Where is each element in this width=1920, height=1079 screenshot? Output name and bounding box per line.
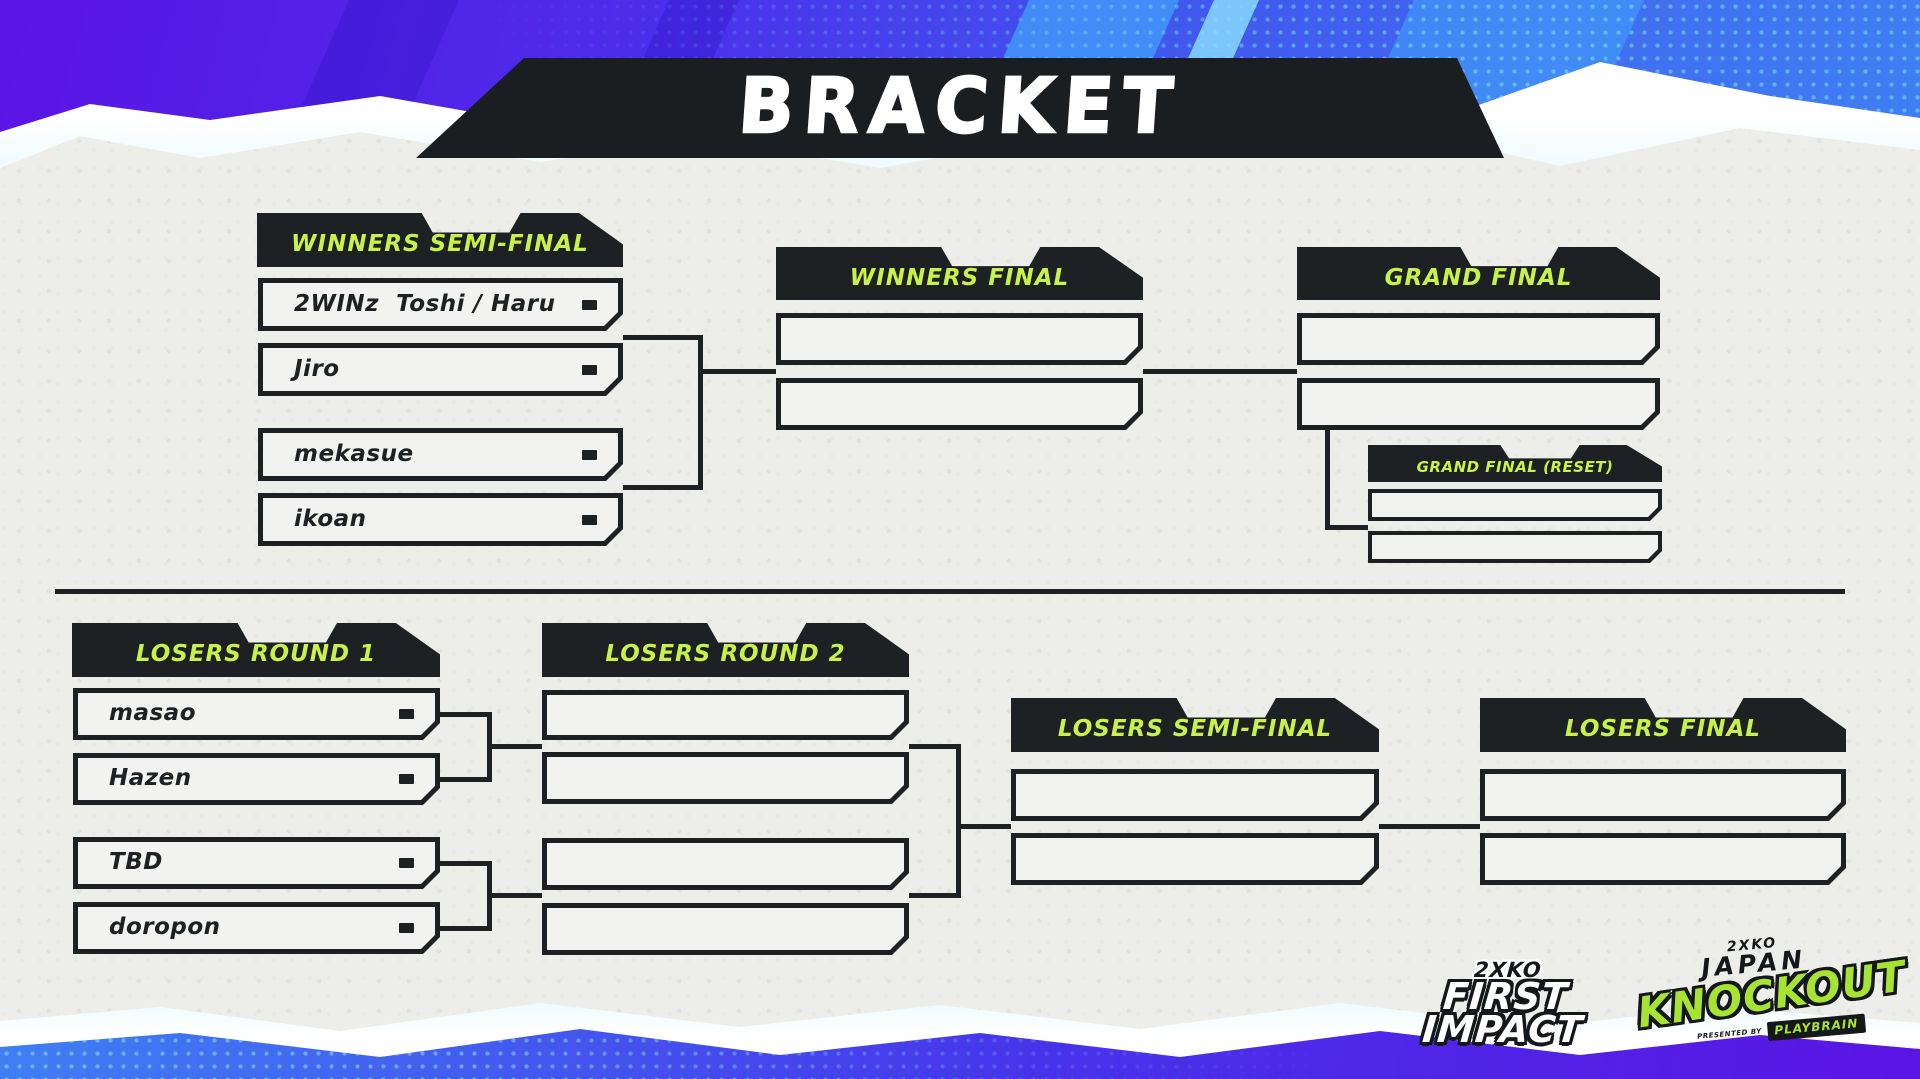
score-box	[399, 858, 414, 868]
connector-lr1-stub-1	[440, 712, 492, 717]
slot-winners-final-2	[776, 378, 1143, 430]
slot-losers-round-1-1: masao	[73, 688, 440, 740]
connector-lr1-output-b	[492, 893, 542, 898]
slot-losers-final-2	[1480, 833, 1846, 885]
connector-winners-final-to-grand-final	[1143, 369, 1297, 374]
header-label: WINNERS SEMI-FINAL	[291, 231, 589, 257]
page-title: BRACKET	[734, 61, 1186, 152]
connector-lr1-stub-3	[440, 861, 492, 866]
score-box	[399, 709, 414, 719]
score-box	[582, 365, 597, 375]
slot-grand-final-2	[1297, 378, 1660, 430]
connector-lr1-stub-2	[440, 777, 492, 782]
player-name: TBD	[109, 848, 163, 875]
header-winners-semi-final: WINNERS SEMI-FINAL	[257, 213, 623, 267]
player-name: Hazen	[109, 764, 192, 791]
connector-winners-pair2-stub	[623, 485, 703, 490]
slot-winners-semi-final-4: ikoan	[258, 493, 623, 546]
connector-lr1-vertical-b	[487, 861, 492, 931]
connector-grand-final-reset-output	[1325, 525, 1368, 530]
title-banner: BRACKET	[416, 58, 1504, 158]
score-box	[399, 923, 414, 933]
connector-winners-pair1-stub	[623, 335, 703, 340]
player-name: mekasue	[294, 440, 414, 467]
header-label: GRAND FINAL	[1384, 264, 1573, 291]
slot-losers-round-1-3: TBD	[73, 837, 440, 889]
slot-winners-semi-final-3: mekasue	[258, 428, 623, 481]
slot-losers-round-1-4: doropon	[73, 902, 440, 954]
slot-grand-final-reset-1	[1368, 489, 1662, 521]
slot-winners-semi-final-2: Jiro	[258, 343, 623, 396]
connector-lr2-stub-bottom	[909, 893, 961, 898]
winners-losers-divider	[55, 589, 1845, 594]
player-name: Jiro	[294, 355, 340, 382]
first-impact-line2: IMPACT	[1420, 1007, 1585, 1051]
score-box	[582, 450, 597, 460]
player-name: 2WINz Toshi / Haru	[294, 290, 556, 317]
player-name: ikoan	[294, 505, 367, 532]
connector-lr1-vertical-a	[487, 712, 492, 782]
slot-losers-semi-final-1	[1011, 769, 1379, 821]
header-label: LOSERS FINAL	[1565, 716, 1761, 742]
connector-lsf-to-losers-final	[1379, 824, 1480, 829]
first-impact-logo: 2XKO FIRST IMPACT	[1394, 958, 1616, 1051]
connector-grand-final-reset-vertical	[1325, 430, 1330, 530]
presented-by-label: PRESENTED BY	[1696, 1026, 1763, 1041]
slot-losers-round-2-1	[542, 690, 909, 740]
slot-losers-round-2-4	[542, 903, 909, 955]
score-box	[399, 774, 414, 784]
slot-grand-final-reset-2	[1368, 531, 1662, 563]
header-grand-final: GRAND FINAL	[1297, 247, 1660, 300]
slot-losers-final-1	[1480, 769, 1846, 821]
header-label: LOSERS ROUND 1	[135, 641, 377, 667]
slot-losers-round-2-3	[542, 838, 909, 890]
slot-winners-final-1	[776, 313, 1143, 365]
header-label: LOSERS ROUND 2	[605, 641, 846, 667]
header-label: LOSERS SEMI-FINAL	[1057, 716, 1333, 742]
connector-lr2-stub-top	[909, 744, 961, 749]
connector-lr2-vertical	[956, 744, 961, 898]
connector-winners-output	[703, 369, 776, 374]
connector-lr1-stub-4	[440, 926, 492, 931]
score-box	[582, 515, 597, 525]
header-label: WINNERS FINAL	[849, 264, 1070, 291]
player-name: masao	[109, 699, 196, 726]
slot-losers-round-1-2: Hazen	[73, 753, 440, 805]
slot-grand-final-1	[1297, 313, 1660, 365]
slot-losers-round-2-2	[542, 752, 909, 804]
header-label: GRAND FINAL (RESET)	[1416, 457, 1614, 476]
connector-winners-vertical	[698, 335, 703, 490]
japan-knockout-logo: 2XKO JAPAN KNOCKOUT PRESENTED BY PLAYBRA…	[1632, 928, 1909, 1052]
slot-winners-semi-final-1: 2WINz Toshi / Haru	[258, 278, 623, 331]
connector-lr1-output-a	[492, 744, 542, 749]
slot-losers-semi-final-2	[1011, 833, 1379, 885]
player-name: doropon	[109, 913, 221, 940]
score-box	[582, 300, 597, 310]
connector-lr2-output	[961, 824, 1011, 829]
